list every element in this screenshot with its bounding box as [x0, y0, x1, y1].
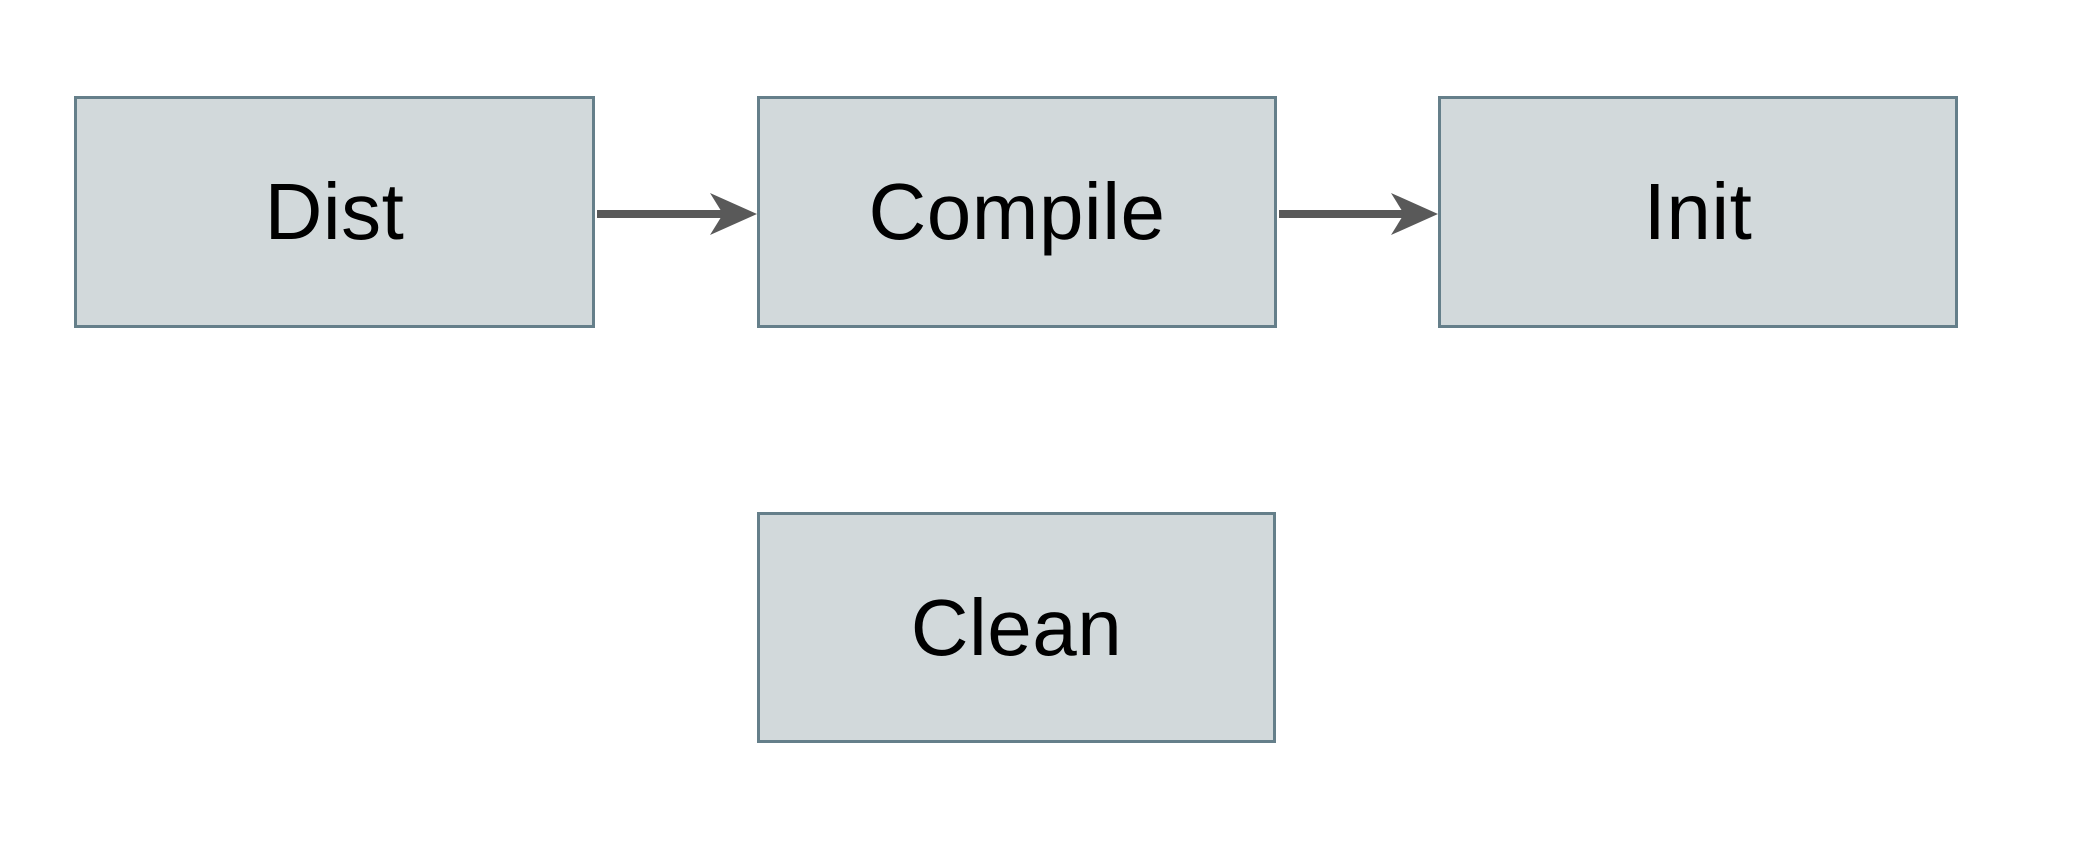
node-dist[interactable]: Dist: [74, 96, 595, 328]
node-dist-label: Dist: [264, 167, 405, 256]
node-init-label: Init: [1643, 167, 1753, 256]
arrowhead-icon: [710, 193, 757, 235]
node-clean-label: Clean: [910, 582, 1123, 672]
arrow-compile-to-init: [1279, 193, 1438, 235]
node-init[interactable]: Init: [1438, 96, 1958, 328]
node-clean[interactable]: Clean: [757, 512, 1276, 743]
arrowhead-icon: [1391, 193, 1438, 235]
arrow-dist-to-compile: [597, 193, 757, 235]
node-compile-label: Compile: [868, 167, 1166, 256]
node-compile[interactable]: Compile: [757, 96, 1277, 328]
